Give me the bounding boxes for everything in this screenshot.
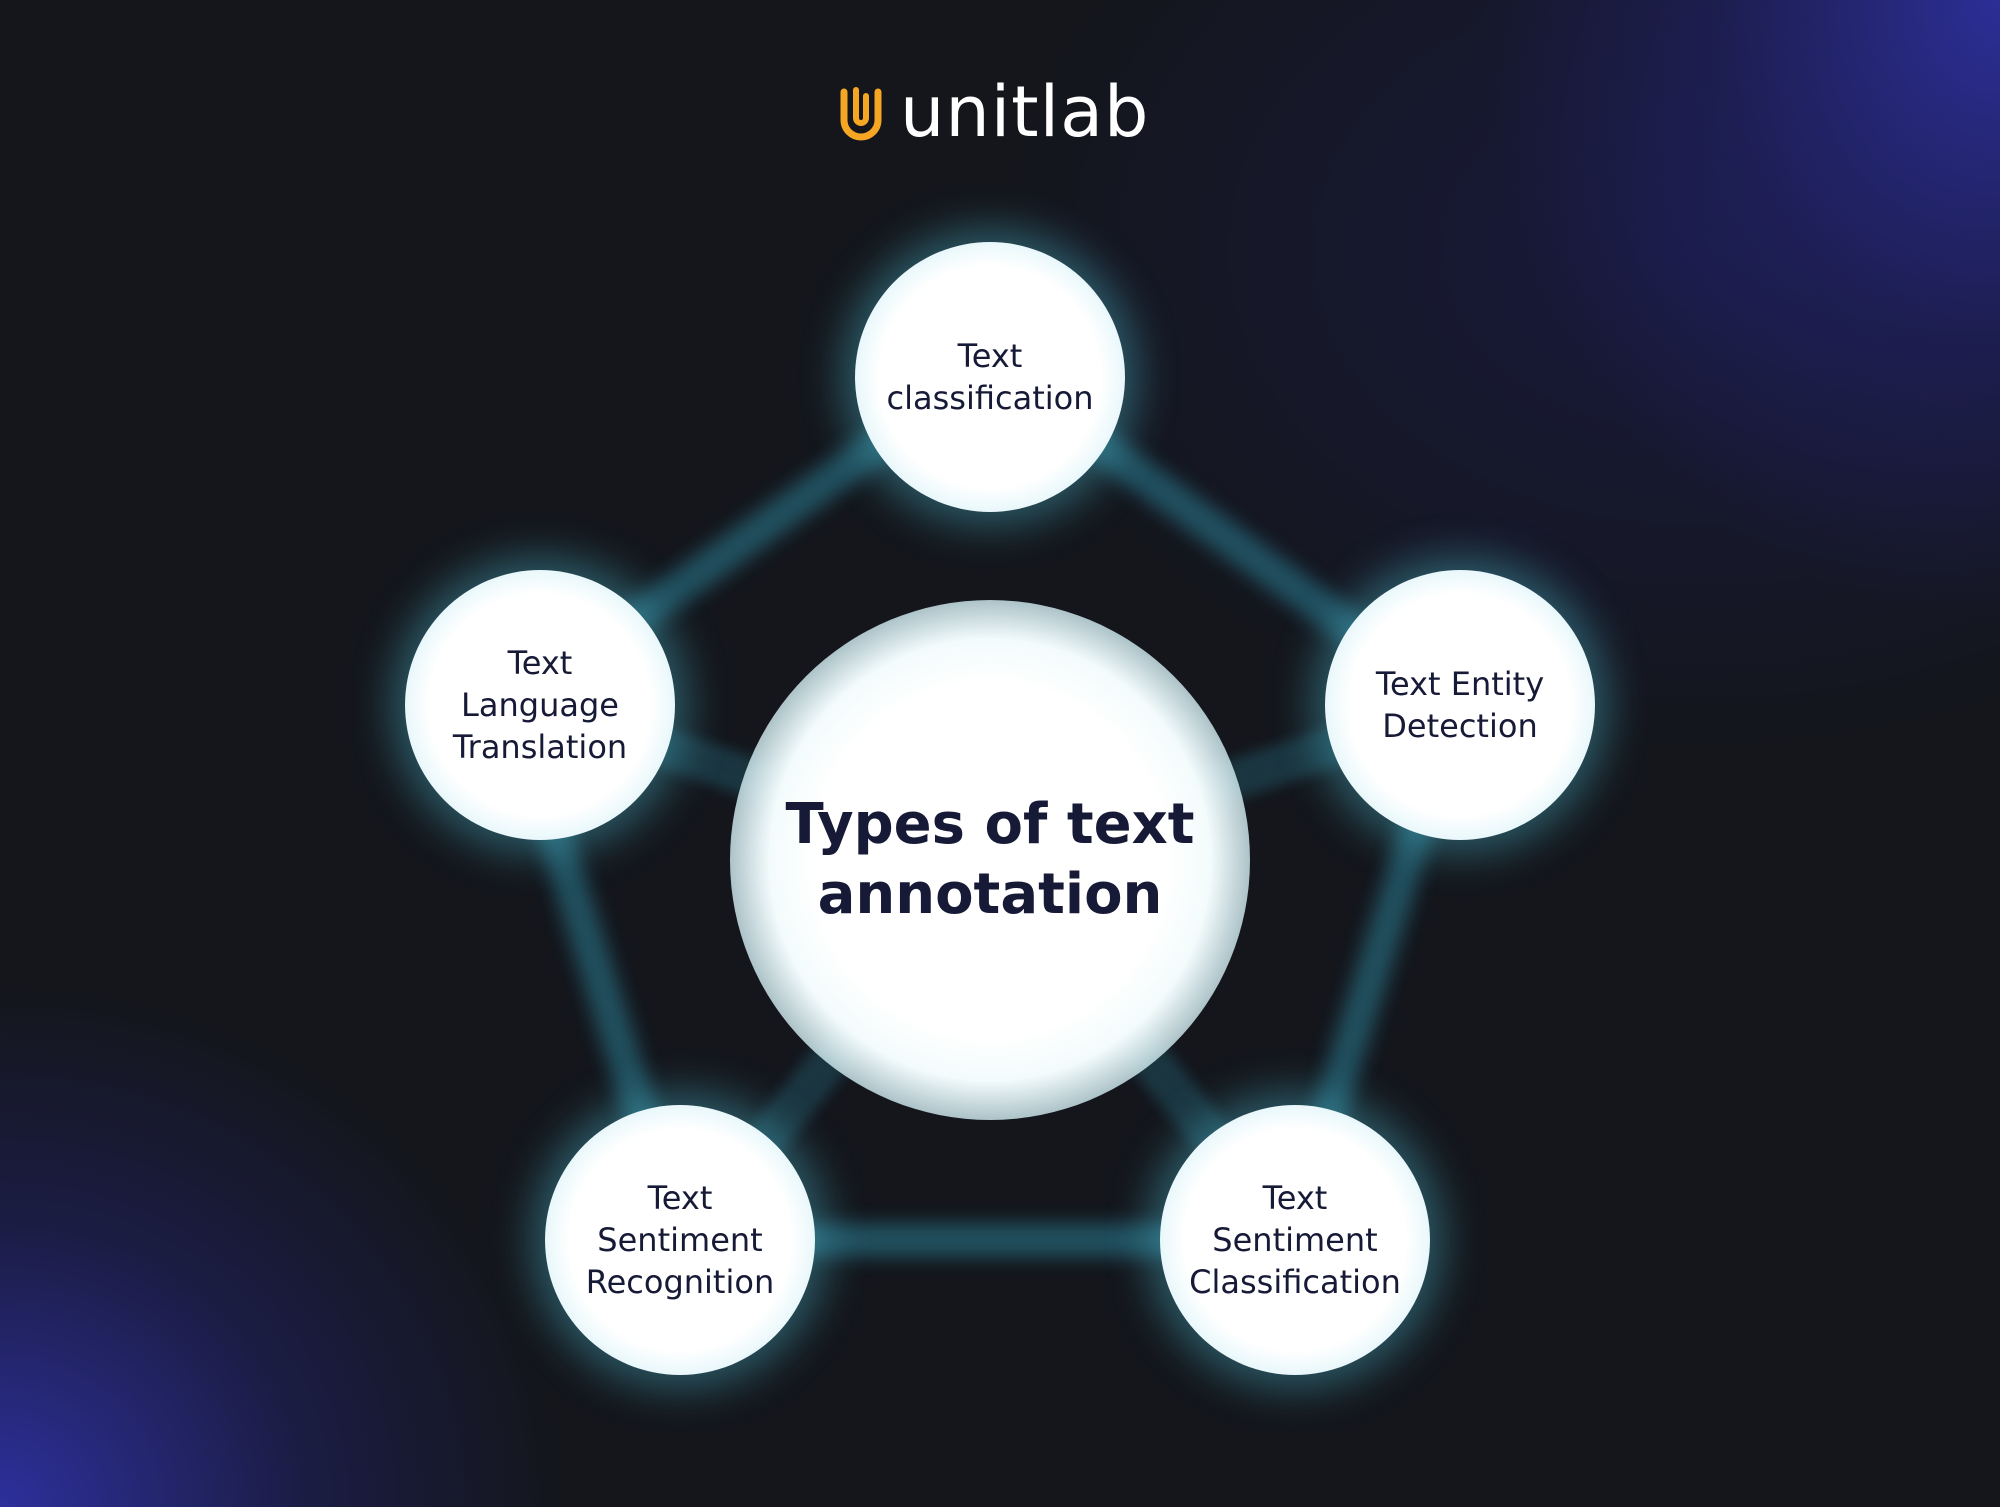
center-topic-label: Types of text annotation (785, 792, 1195, 927)
node-text-sentiment-recognition: Text Sentiment Recognition (545, 1105, 815, 1375)
center-topic-node: Types of text annotation (730, 600, 1250, 1120)
node-text-language-translation: Text Language Translation (405, 570, 675, 840)
unitlab-logo: unitlab (836, 72, 1149, 152)
node-label: Text Sentiment Classification (1189, 1179, 1401, 1301)
node-label: Text Sentiment Recognition (585, 1179, 775, 1301)
brand-name: unitlab (900, 71, 1150, 153)
node-label: Text Entity Detection (1375, 665, 1545, 745)
node-text-sentiment-classification: Text Sentiment Classification (1160, 1105, 1430, 1375)
unitlab-paperclip-logo-icon (840, 87, 882, 141)
node-text-classification: Text classification (855, 242, 1125, 512)
node-label: Text classification (886, 337, 1094, 417)
node-text-entity-detection: Text Entity Detection (1325, 570, 1595, 840)
node-label: Text Language Translation (452, 644, 628, 766)
